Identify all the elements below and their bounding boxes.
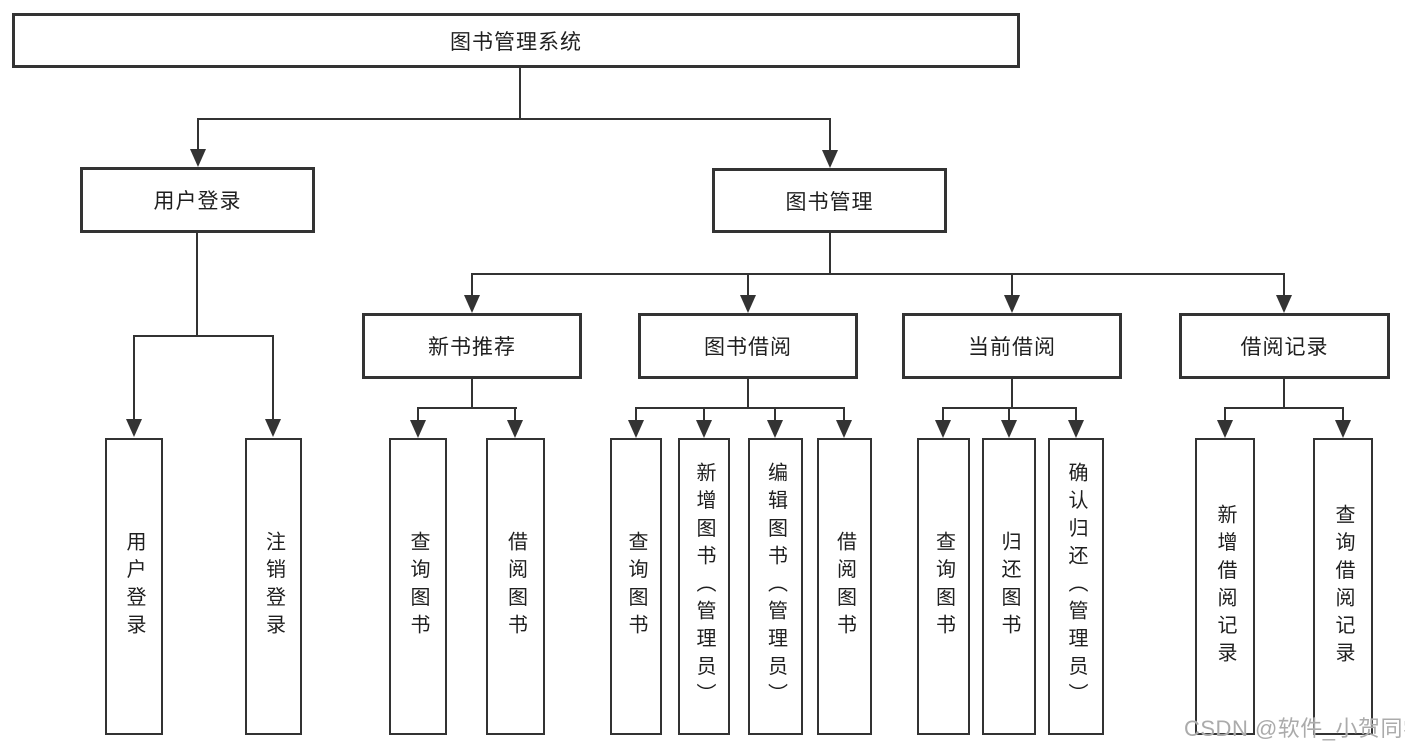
connector-line xyxy=(747,379,749,407)
node-current-borrow: 当前借阅 xyxy=(902,313,1122,379)
connector-line xyxy=(417,407,517,409)
leaf-query-books-recommend: 查询图书 xyxy=(389,438,447,735)
node-new-book-recommend: 新书推荐 xyxy=(362,313,582,379)
leaf-logout: 注销登录 xyxy=(245,438,302,735)
node-label: 借阅记录 xyxy=(1240,336,1329,359)
arrowhead-icon xyxy=(410,420,426,438)
connector-line xyxy=(829,118,831,150)
leaf-label: 新增图书（管理员） xyxy=(693,462,715,711)
leaf-label: 归还图书 xyxy=(998,531,1020,642)
arrowhead-icon xyxy=(1001,420,1017,438)
arrowhead-icon xyxy=(935,420,951,438)
watermark-text: CSDN @软件_小贺同学 xyxy=(1184,716,1405,741)
leaf-label: 借阅图书 xyxy=(504,531,527,642)
arrowhead-icon xyxy=(836,420,852,438)
connector-line xyxy=(417,407,419,420)
connector-line xyxy=(1283,273,1285,295)
connector-line xyxy=(471,273,1285,275)
arrowhead-icon xyxy=(822,150,838,168)
arrowhead-icon xyxy=(1004,295,1020,313)
leaf-query-borrow-record: 查询借阅记录 xyxy=(1313,438,1373,735)
connector-line xyxy=(197,118,831,120)
arrowhead-icon xyxy=(1276,295,1292,313)
leaf-query-books-borrow: 查询图书 xyxy=(610,438,662,735)
arrowhead-icon xyxy=(628,420,644,438)
node-label: 当前借阅 xyxy=(968,336,1056,359)
arrowhead-icon xyxy=(126,419,142,437)
connector-line xyxy=(843,407,845,420)
connector-line xyxy=(703,407,705,420)
connector-line xyxy=(774,407,776,420)
leaf-label: 确认归还（管理员） xyxy=(1065,462,1087,711)
connector-line xyxy=(514,407,516,420)
connector-line xyxy=(635,407,845,409)
leaf-confirm-return-admin: 确认归还（管理员） xyxy=(1048,438,1104,735)
leaf-label: 借阅图书 xyxy=(833,531,856,642)
node-user-login: 用户登录 xyxy=(80,167,315,233)
arrowhead-icon xyxy=(767,420,783,438)
leaf-label: 查询借阅记录 xyxy=(1332,503,1354,670)
leaf-user-login: 用户登录 xyxy=(105,438,163,735)
arrowhead-icon xyxy=(190,149,206,167)
arrowhead-icon xyxy=(740,295,756,313)
connector-line xyxy=(133,335,135,419)
connector-line xyxy=(1342,407,1344,420)
connector-line xyxy=(196,233,198,335)
connector-line xyxy=(197,118,199,149)
leaf-label: 编辑图书（管理员） xyxy=(764,462,787,711)
connector-line xyxy=(471,273,473,295)
node-library-management-system: 图书管理系统 xyxy=(12,13,1020,68)
node-label: 用户登录 xyxy=(153,190,242,213)
leaf-label: 用户登录 xyxy=(123,531,145,642)
arrowhead-icon xyxy=(265,419,281,437)
arrowhead-icon xyxy=(1335,420,1351,438)
connector-line xyxy=(519,68,521,118)
node-label: 图书管理系统 xyxy=(450,30,582,54)
leaf-label: 新增借阅记录 xyxy=(1214,503,1236,670)
arrowhead-icon xyxy=(1217,420,1233,438)
node-book-management: 图书管理 xyxy=(712,168,947,233)
leaf-borrow-books: 借阅图书 xyxy=(817,438,872,735)
leaf-label: 查询图书 xyxy=(407,531,429,642)
connector-line xyxy=(829,233,831,273)
node-label: 图书管理 xyxy=(785,190,874,214)
arrowhead-icon xyxy=(696,420,712,438)
connector-line xyxy=(1283,379,1285,407)
leaf-borrow-books-recommend: 借阅图书 xyxy=(486,438,545,735)
leaf-label: 注销登录 xyxy=(262,531,285,642)
leaf-label: 查询图书 xyxy=(932,531,955,642)
node-label: 图书借阅 xyxy=(704,336,792,359)
leaf-label: 查询图书 xyxy=(625,531,647,642)
connector-line xyxy=(747,273,749,295)
arrowhead-icon xyxy=(464,295,480,313)
leaf-add-books-admin: 新增图书（管理员） xyxy=(678,438,730,735)
connector-line xyxy=(1011,273,1013,295)
connector-line xyxy=(1011,379,1013,407)
connector-line xyxy=(1224,407,1344,409)
arrowhead-icon xyxy=(1068,420,1084,438)
leaf-query-books-current: 查询图书 xyxy=(917,438,970,735)
connector-line xyxy=(1008,407,1010,420)
connector-line xyxy=(471,379,473,407)
arrowhead-icon xyxy=(507,420,523,438)
connector-line xyxy=(272,335,274,419)
leaf-return-books: 归还图书 xyxy=(982,438,1036,735)
node-label: 新书推荐 xyxy=(428,336,516,359)
connector-line xyxy=(942,407,944,420)
connector-line xyxy=(635,407,637,420)
node-book-borrow: 图书借阅 xyxy=(638,313,858,379)
node-borrow-records: 借阅记录 xyxy=(1179,313,1390,379)
leaf-add-borrow-record: 新增借阅记录 xyxy=(1195,438,1255,735)
connector-line xyxy=(1224,407,1226,420)
connector-line xyxy=(1075,407,1077,420)
connector-line xyxy=(133,335,274,337)
leaf-edit-books-admin: 编辑图书（管理员） xyxy=(748,438,803,735)
